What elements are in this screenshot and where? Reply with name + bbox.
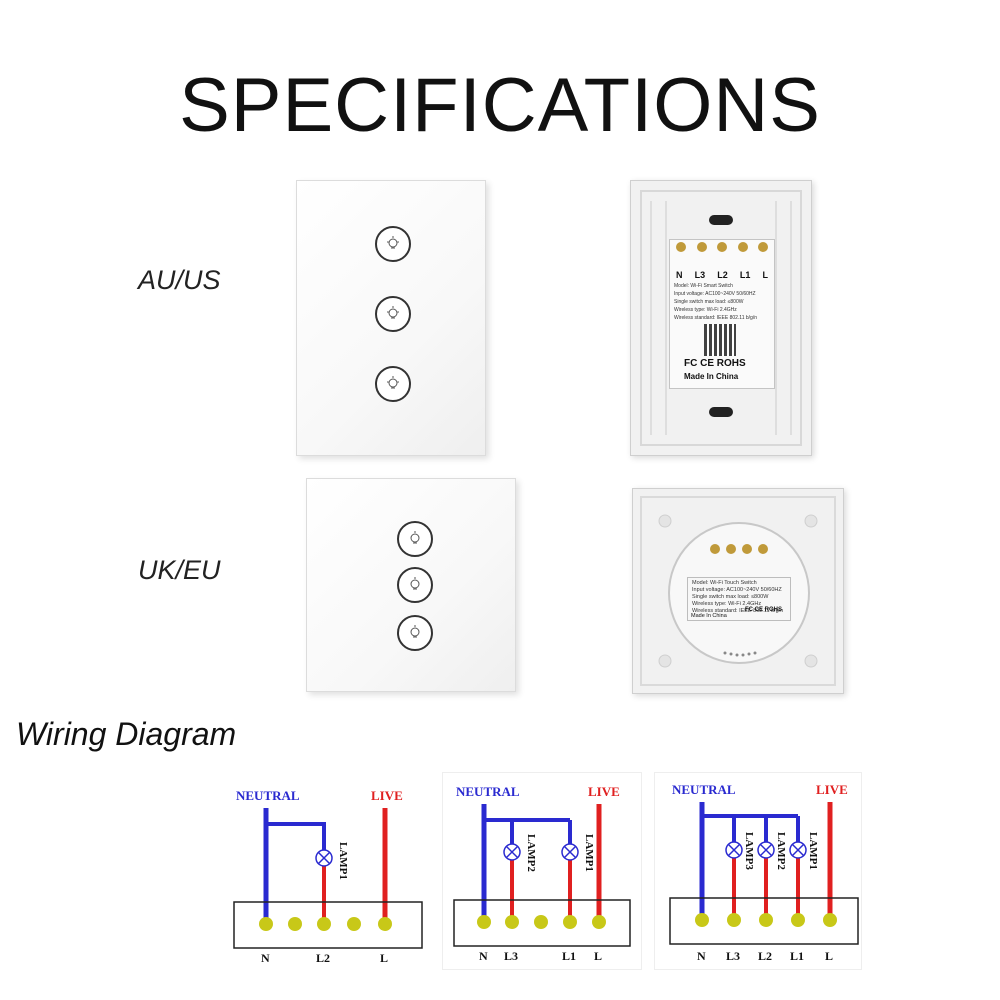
made-in-label: Made In China	[691, 613, 727, 619]
module-body: N L3 L2 L1 L Model: Wi-Fi Smart Switch I…	[669, 239, 775, 389]
uk-eu-back-panel: Model: Wi-Fi Touch Switch Input voltage:…	[632, 488, 844, 694]
bulb-icon	[410, 577, 420, 590]
touch-button-3[interactable]	[375, 366, 411, 402]
neutral-label: NEUTRAL	[456, 784, 520, 799]
lamp-label: LAMP1	[337, 842, 349, 880]
terminal-screw	[696, 242, 707, 252]
wiring-diagram-3: NEUTRAL LIVE LAMP3 LAMP2 LAMP1 N L3 L2 L…	[654, 772, 862, 970]
terminal-label: L	[594, 949, 602, 963]
terminal-screw	[758, 242, 768, 252]
touch-button-2[interactable]	[397, 567, 433, 603]
terminal-label: L2	[758, 949, 772, 963]
bulb-icon	[387, 306, 399, 319]
screw-terminals	[676, 242, 768, 254]
au-us-back-panel: N L3 L2 L1 L Model: Wi-Fi Smart Switch I…	[630, 180, 812, 456]
wiring-diagram-1: NEUTRAL LIVE LAMP1 N L2 L	[233, 788, 423, 965]
terminals	[477, 915, 606, 929]
lamp-label: LAMP2	[775, 832, 787, 870]
terminal-label: L2	[316, 951, 330, 965]
touch-button-1[interactable]	[375, 226, 411, 262]
live-label: LIVE	[816, 782, 848, 797]
lamp-neutral-wire	[266, 822, 326, 850]
terminal-block	[669, 897, 859, 945]
terminal-screw	[676, 242, 686, 252]
terminal-label: L	[380, 951, 388, 965]
touch-button-3[interactable]	[397, 615, 433, 651]
terminal-label: L1	[562, 949, 576, 963]
lamp-label: LAMP1	[583, 834, 595, 872]
lamp-icon	[725, 841, 743, 859]
terminals	[695, 913, 837, 927]
terminal-label: N	[697, 949, 706, 963]
terminal-screw	[717, 242, 727, 252]
terminal-screw	[737, 242, 748, 252]
live-label: LIVE	[371, 788, 403, 803]
wiring-diagram-title: Wiring Diagram	[16, 716, 237, 752]
bulb-icon	[387, 376, 399, 389]
terminal-block	[453, 899, 631, 947]
terminal-label: L	[825, 949, 833, 963]
touch-button-1[interactable]	[397, 521, 433, 557]
spec-text: Model: Wi-Fi Smart Switch Input voltage:…	[674, 283, 758, 321]
label-au-us: AU/US	[138, 265, 221, 295]
lamp-icon	[789, 841, 807, 859]
lamp-label: LAMP3	[743, 832, 755, 870]
terminal-block	[233, 901, 423, 949]
label-uk-eu: UK/EU	[138, 555, 221, 585]
terminal-label: L3	[504, 949, 518, 963]
terminal-label: L2	[717, 270, 728, 280]
neutral-label: NEUTRAL	[236, 788, 300, 803]
touch-button-2[interactable]	[375, 296, 411, 332]
made-in-label: Made In China	[684, 372, 739, 381]
terminal-label: L	[762, 270, 768, 280]
terminal-label: L1	[739, 270, 751, 280]
terminals	[259, 917, 392, 931]
terminal-label: N	[479, 949, 488, 963]
wiring-diagram-2: NEUTRAL LIVE LAMP2 LAMP1 N L3 L1 L	[442, 772, 642, 970]
au-us-front-panel	[296, 180, 486, 456]
back-frame-ribs	[640, 190, 802, 446]
lamp-icon	[757, 841, 775, 859]
lamp-label: LAMP1	[807, 832, 819, 870]
qr-code-icon	[704, 324, 736, 356]
uk-eu-front-panel	[306, 478, 516, 692]
terminal-label: L3	[726, 949, 740, 963]
lamp-icon	[315, 849, 333, 867]
live-label: LIVE	[588, 784, 620, 799]
terminal-labels: N L3 L2 L1 L	[676, 270, 768, 280]
lamp-icon	[503, 843, 521, 861]
neutral-label: NEUTRAL	[672, 782, 736, 797]
certification-marks: FC CE ROHS	[684, 358, 746, 369]
terminal-label: N	[261, 951, 270, 965]
page-title: SPECIFICATIONS	[179, 63, 821, 148]
lamp-label: LAMP2	[525, 834, 537, 872]
bulb-icon	[410, 531, 420, 544]
bulb-icon	[387, 236, 399, 249]
bulb-icon	[410, 625, 420, 638]
lamp-icon	[561, 843, 579, 861]
spec-label: Model: Wi-Fi Touch Switch Input voltage:…	[687, 577, 791, 621]
terminal-label: L3	[694, 270, 706, 280]
terminal-label: N	[676, 270, 683, 280]
terminal-label: L1	[790, 949, 804, 963]
certification-marks: FC CE ROHS	[745, 607, 783, 613]
